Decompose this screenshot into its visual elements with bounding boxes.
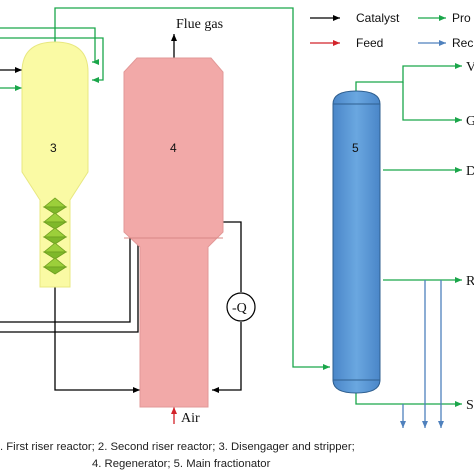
outlet-label-g: G (466, 114, 474, 129)
heat-removal-label: -Q (232, 301, 247, 316)
outlet-label-r: R (466, 274, 474, 289)
outlet-label-d: D (466, 164, 474, 179)
regenerator: 4 (123, 57, 224, 408)
caption-line-1: . First riser reactor; 2. Second riser r… (0, 441, 355, 453)
outlet-line-g (402, 82, 462, 123)
legend-product-label: Pro (452, 11, 471, 25)
outlet-label-v: V (466, 60, 474, 75)
catalyst-line-left-1 (0, 235, 139, 333)
flue-gas-label: Flue gas (176, 17, 223, 32)
catalyst-line-left-2 (0, 225, 131, 323)
legend-recycle-label: Rec (452, 36, 473, 50)
legend: Catalyst Pro Feed Rec (310, 11, 473, 50)
disengager-body (21, 41, 89, 288)
disengager-number: 3 (50, 141, 57, 155)
heat-removal-circle (226, 292, 256, 322)
product-line-disengager-1 (0, 27, 99, 65)
fractionator-number: 5 (352, 141, 359, 155)
regenerator-body (123, 57, 224, 408)
fractionator-body (332, 90, 381, 394)
pipes (0, 7, 462, 428)
heat-removal-loop-return (212, 322, 242, 393)
main-fractionator: 5 (332, 90, 381, 394)
heat-removal-exchanger: -Q (226, 292, 256, 322)
product-line-to-fractionator (54, 7, 330, 370)
outlet-line-v (355, 63, 462, 92)
disengager-stripper: 3 (21, 41, 89, 288)
product-line-disengager-2 (0, 37, 104, 83)
legend-catalyst-label: Catalyst (356, 11, 400, 25)
air-label: Air (181, 411, 200, 426)
stripper-baffles (42, 197, 68, 275)
regenerator-number: 4 (170, 141, 177, 155)
catalyst-line-bottom (54, 287, 140, 393)
caption-line-2: 4. Regenerator; 5. Main fractionator (92, 458, 271, 470)
heat-removal-loop-out (218, 221, 242, 292)
outlet-label-s: S (466, 398, 474, 413)
outlet-line-s (355, 392, 462, 407)
legend-feed-label: Feed (356, 36, 383, 50)
